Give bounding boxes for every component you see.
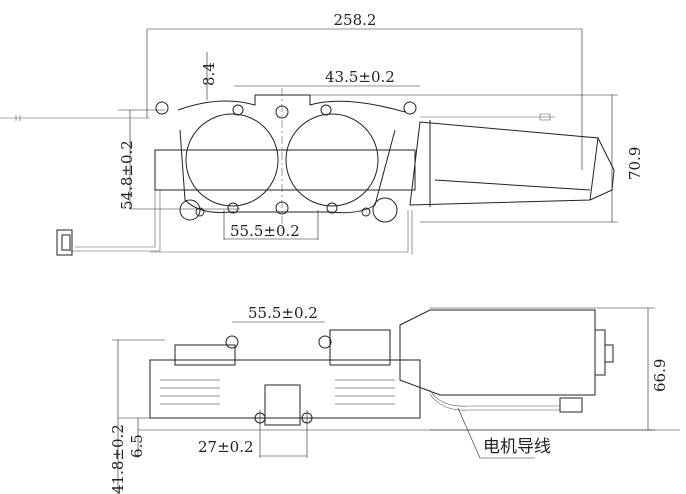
dim-lower-hole-spacing: 55.5±0.2 <box>230 222 300 240</box>
dim-upper-hole-spacing: 43.5±0.2 <box>325 68 395 86</box>
dim-height-left: 54.8±0.2 <box>118 140 136 210</box>
dim-height-right: 70.9 <box>626 147 644 180</box>
screw-holes <box>155 101 417 217</box>
motor-top <box>409 120 615 207</box>
dim-side-height-left: 41.8±0.2 <box>109 424 127 494</box>
dim-foot-height: 6.5 <box>128 434 146 458</box>
callout-motor-leads: 电机导线 <box>483 437 551 457</box>
dim-side-height-right: 66.9 <box>651 359 669 392</box>
top-view: 258.2 8.4 43.5±0.2 54.8±0.2 70.9 55.5±0.… <box>0 11 644 256</box>
dim-side-hole-spacing: 55.5±0.2 <box>248 304 318 322</box>
motor-side <box>399 309 614 413</box>
dim-foot-spacing: 27±0.2 <box>198 438 254 456</box>
side-view: 55.5±0.2 66.9 41.8±0.2 6.5 27±0.2 <box>109 304 680 494</box>
dim-top-offset: 8.4 <box>200 62 218 86</box>
dim-overall-width: 258.2 <box>334 11 377 29</box>
